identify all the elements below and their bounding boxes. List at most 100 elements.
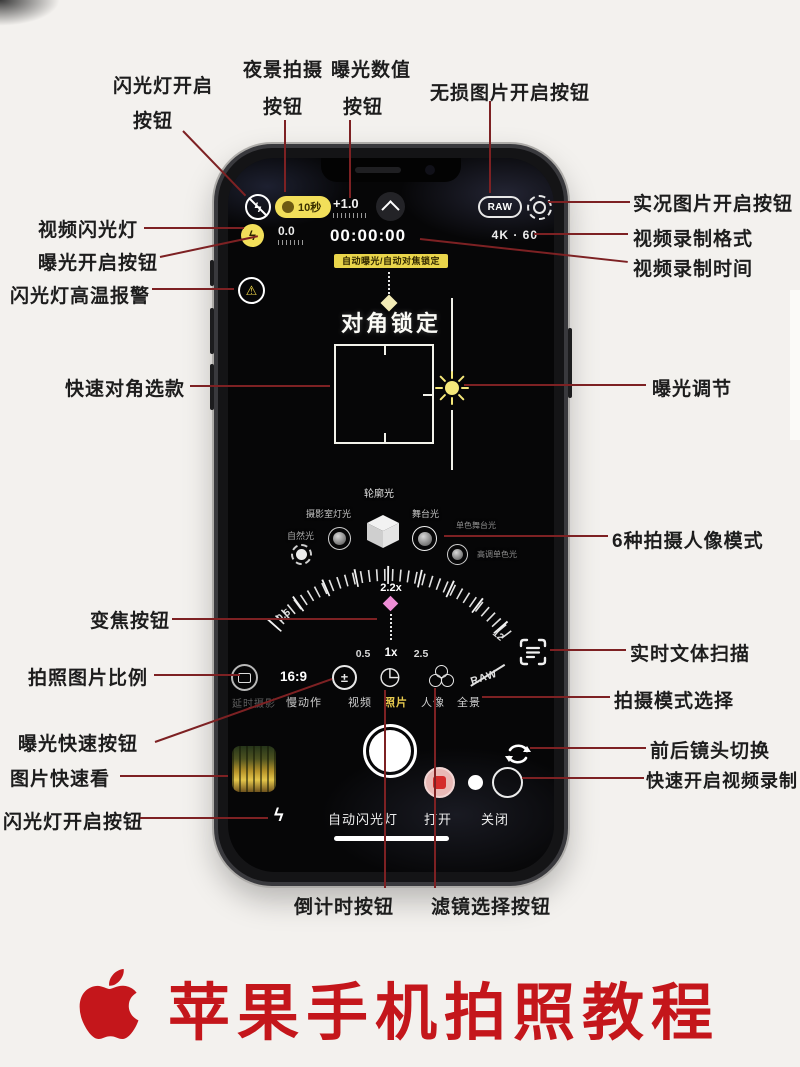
aspect-ratio-button[interactable] [231, 664, 258, 691]
night-mode-button[interactable]: 10秒 [275, 196, 331, 218]
portrait-studio-label[interactable]: 摄影室灯光 [306, 509, 352, 519]
portrait-contour-label[interactable]: 轮廓光 [364, 489, 394, 500]
callout-exposure-on: 曝光开启按钮 [38, 253, 159, 274]
flash-on-option[interactable]: 打开 [424, 812, 453, 827]
ae-af-lock-badge: 自动曝光/自动对焦锁定 [334, 254, 448, 268]
timer-button[interactable]: ◷ [379, 663, 406, 690]
flash-temp-warning-button[interactable]: ⚠ [238, 277, 265, 304]
callout-night-1: 夜景拍摄 [243, 60, 324, 81]
live-photo-button[interactable] [527, 195, 552, 220]
exposure-quick-button[interactable]: ± [332, 665, 357, 690]
callout-live-text: 实时文体扫描 [630, 644, 751, 665]
focus-tick-top [384, 346, 386, 355]
shutter-button[interactable] [363, 724, 417, 778]
callout-filter: 滤镜选择按钮 [431, 897, 552, 918]
connector-exposure-adjust [464, 384, 646, 386]
flash-off-option[interactable]: 关闭 [481, 812, 510, 827]
camera-screen: ϟ 10秒 +1.0 RAW ϟ [228, 158, 554, 872]
flash-auto-option[interactable]: 自动闪光灯 [328, 812, 399, 827]
mode-video[interactable]: 视频 [348, 697, 372, 709]
portrait-studio-icon[interactable] [328, 527, 351, 550]
photo-thumbnail[interactable] [232, 746, 276, 792]
callout-photo-preview: 图片快速看 [10, 769, 111, 790]
white-dot-button[interactable] [468, 775, 483, 790]
mode-portrait[interactable]: 人像 [421, 697, 445, 709]
callout-mode-select: 拍摄模式选择 [614, 691, 735, 712]
callout-live-photo: 实况图片开启按钮 [633, 194, 794, 215]
portrait-cube-icon[interactable] [362, 510, 404, 552]
connector-lossless [489, 101, 491, 193]
badge-pointer-dots [388, 272, 390, 294]
connector-flash-temp [152, 288, 234, 290]
callout-video-flash: 视频闪光灯 [38, 220, 139, 241]
plus-minus-icon: ± [340, 670, 349, 685]
chevron-up-icon [381, 200, 400, 219]
camera-flip-button[interactable] [502, 738, 534, 770]
record-video-button[interactable] [424, 767, 455, 798]
flash-auto-icon[interactable]: ϟ [274, 805, 284, 825]
flash-ev-value: 0.0 [278, 224, 295, 238]
mode-photo[interactable]: 照片 [384, 697, 408, 709]
svg-text:12: 12 [490, 628, 506, 644]
connector-live-text [550, 649, 626, 651]
raw-off-button[interactable]: RAW [468, 661, 510, 692]
portrait-stage-label[interactable]: 舞台光 [412, 509, 440, 519]
portrait-stage-icon[interactable] [412, 526, 437, 551]
connector-live-photo [548, 201, 630, 203]
connector-aspect [154, 674, 240, 676]
callout-zoom-btn: 变焦按钮 [90, 611, 171, 632]
callout-portrait-modes: 6种拍摄人像模式 [612, 531, 764, 552]
connector-ev [349, 120, 351, 198]
speaker-slot [355, 167, 401, 173]
volume-up-button[interactable] [210, 308, 214, 354]
expand-controls-button[interactable] [376, 192, 405, 221]
callout-ev-1: 曝光数值 [331, 60, 412, 81]
filter-button[interactable] [428, 664, 455, 691]
video-format-indicator[interactable]: 4K · 60 [491, 228, 538, 242]
focus-frame[interactable] [334, 344, 434, 444]
mode-pano[interactable]: 全景 [457, 697, 481, 709]
moon-icon [282, 201, 294, 213]
mode-timelapse[interactable]: 延时摄影 [232, 695, 276, 710]
aspect-ratio-value[interactable]: 16:9 [280, 669, 308, 684]
zoom-preset-1x[interactable]: 1x [384, 647, 398, 659]
raw-label: RAW [487, 201, 513, 213]
focus-lock-title: 对角锁定 [340, 311, 441, 336]
portrait-natural-label[interactable]: 自然光 [287, 531, 315, 541]
night-duration: 10秒 [298, 202, 322, 214]
iphone-frame: ϟ 10秒 +1.0 RAW ϟ [210, 144, 572, 886]
connector-night [284, 120, 286, 192]
portrait-highkey-icon[interactable] [447, 544, 468, 565]
portrait-highkey-label[interactable]: 高调单色光 [477, 550, 517, 559]
front-camera-dot [425, 165, 435, 175]
mode-slomo[interactable]: 慢动作 [286, 697, 322, 709]
callout-flash-temp: 闪光灯高温报警 [10, 286, 151, 307]
exposure-slider-track-top[interactable] [451, 298, 453, 374]
callout-flash-bottom: 闪光灯开启按钮 [3, 812, 144, 833]
quick-record-ring-button[interactable] [492, 767, 523, 798]
exposure-value-button[interactable]: +1.0 [333, 196, 367, 218]
timer-icon: ◷ [379, 662, 401, 690]
flash-ev-scale [278, 240, 306, 245]
mute-switch[interactable] [210, 260, 214, 286]
focus-tick-right [423, 394, 432, 396]
flash-off-button[interactable]: ϟ [245, 194, 271, 220]
portrait-natural-icon[interactable] [291, 544, 312, 565]
volume-down-button[interactable] [210, 364, 214, 410]
callout-flash-top-2: 按钮 [133, 111, 174, 132]
sun-exposure-icon[interactable] [434, 370, 470, 406]
portrait-stage-mono-label[interactable]: 单色舞台光 [456, 521, 496, 530]
callout-video-format: 视频录制格式 [633, 229, 754, 250]
zoom-preset-05[interactable]: 0.5 [355, 648, 371, 660]
focus-tick-bottom [384, 433, 386, 442]
raw-button[interactable]: RAW [478, 196, 522, 218]
power-button[interactable] [568, 328, 572, 398]
callout-exposure-quick: 曝光快速按钮 [18, 734, 139, 755]
exposure-slider-track-bottom[interactable] [451, 410, 453, 470]
home-indicator[interactable] [334, 836, 449, 841]
live-text-scan-button[interactable] [518, 637, 548, 667]
zoom-preset-25[interactable]: 2.5 [413, 648, 429, 660]
flash-ev-indicator[interactable]: 0.0 [278, 224, 306, 245]
connector-video-flash [144, 227, 244, 229]
